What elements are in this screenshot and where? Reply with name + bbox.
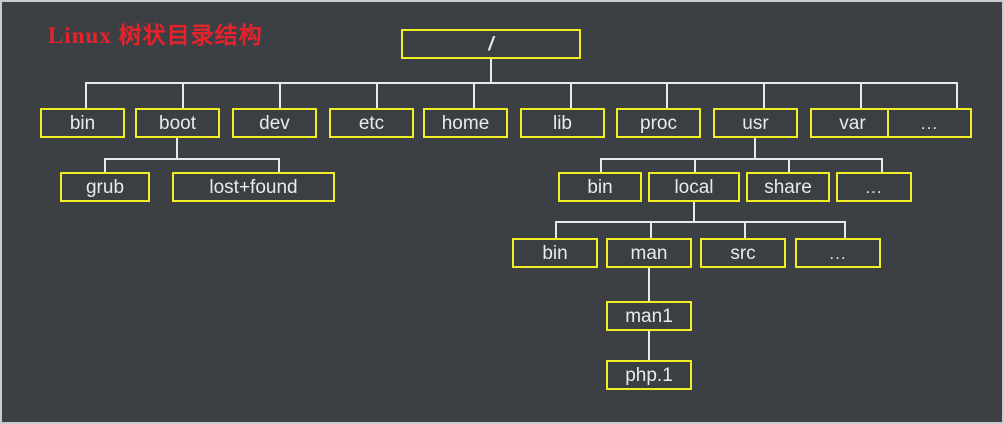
connector-man-man1 [648,268,650,301]
connector-drop-usr [763,82,765,108]
node-etc[interactable]: etc [329,108,414,138]
connector-usr-stem [754,138,756,158]
connector-man1-php [648,331,650,360]
connector-drop-grub [104,158,106,172]
connector-drop-proc [666,82,668,108]
node-bin[interactable]: bin [40,108,125,138]
connector-root-stem [490,59,492,82]
connector-drop-lostfound [278,158,280,172]
connector-boot-stem [176,138,178,158]
node-usr[interactable]: usr [713,108,798,138]
connector-drop-usr-bin [600,158,602,172]
connector-drop-local-bin [555,221,557,238]
node-lib[interactable]: lib [520,108,605,138]
node-usr-bin[interactable]: bin [558,172,642,202]
node-home[interactable]: home [423,108,508,138]
node-level1-ellipsis[interactable]: ... [887,108,972,138]
node-usr-ellipsis[interactable]: ... [836,172,912,202]
connector-drop-home [473,82,475,108]
connector-drop-local-src [744,221,746,238]
node-local-ellipsis[interactable]: ... [795,238,881,268]
node-root[interactable]: / [401,29,581,59]
node-usr-local[interactable]: local [648,172,740,202]
connector-drop-local-ellipsis [844,221,846,238]
connector-boot-bar [104,158,280,160]
connector-drop-dev [279,82,281,108]
connector-drop-ellipsis [956,82,958,108]
connector-usr-bar [600,158,883,160]
node-proc[interactable]: proc [616,108,701,138]
node-grub[interactable]: grub [60,172,150,202]
connector-drop-usr-share [788,158,790,172]
node-local-src[interactable]: src [700,238,786,268]
node-var[interactable]: var [810,108,895,138]
node-boot[interactable]: boot [135,108,220,138]
node-local-man[interactable]: man [606,238,692,268]
node-dev[interactable]: dev [232,108,317,138]
node-lost-found[interactable]: lost+found [172,172,335,202]
connector-drop-bin [85,82,87,108]
connector-drop-lib [570,82,572,108]
connector-root-bar [85,82,957,84]
connector-drop-usr-local [694,158,696,172]
connector-local-bar [555,221,846,223]
connector-drop-boot [182,82,184,108]
node-php1[interactable]: php.1 [606,360,692,390]
connector-drop-usr-ellipsis [881,158,883,172]
connector-drop-etc [376,82,378,108]
page-title: Linux 树状目录结构 [48,23,263,48]
connector-local-stem [693,202,695,221]
node-man1[interactable]: man1 [606,301,692,331]
node-usr-share[interactable]: share [746,172,830,202]
connector-drop-var [860,82,862,108]
connector-drop-local-man [650,221,652,238]
node-local-bin[interactable]: bin [512,238,598,268]
